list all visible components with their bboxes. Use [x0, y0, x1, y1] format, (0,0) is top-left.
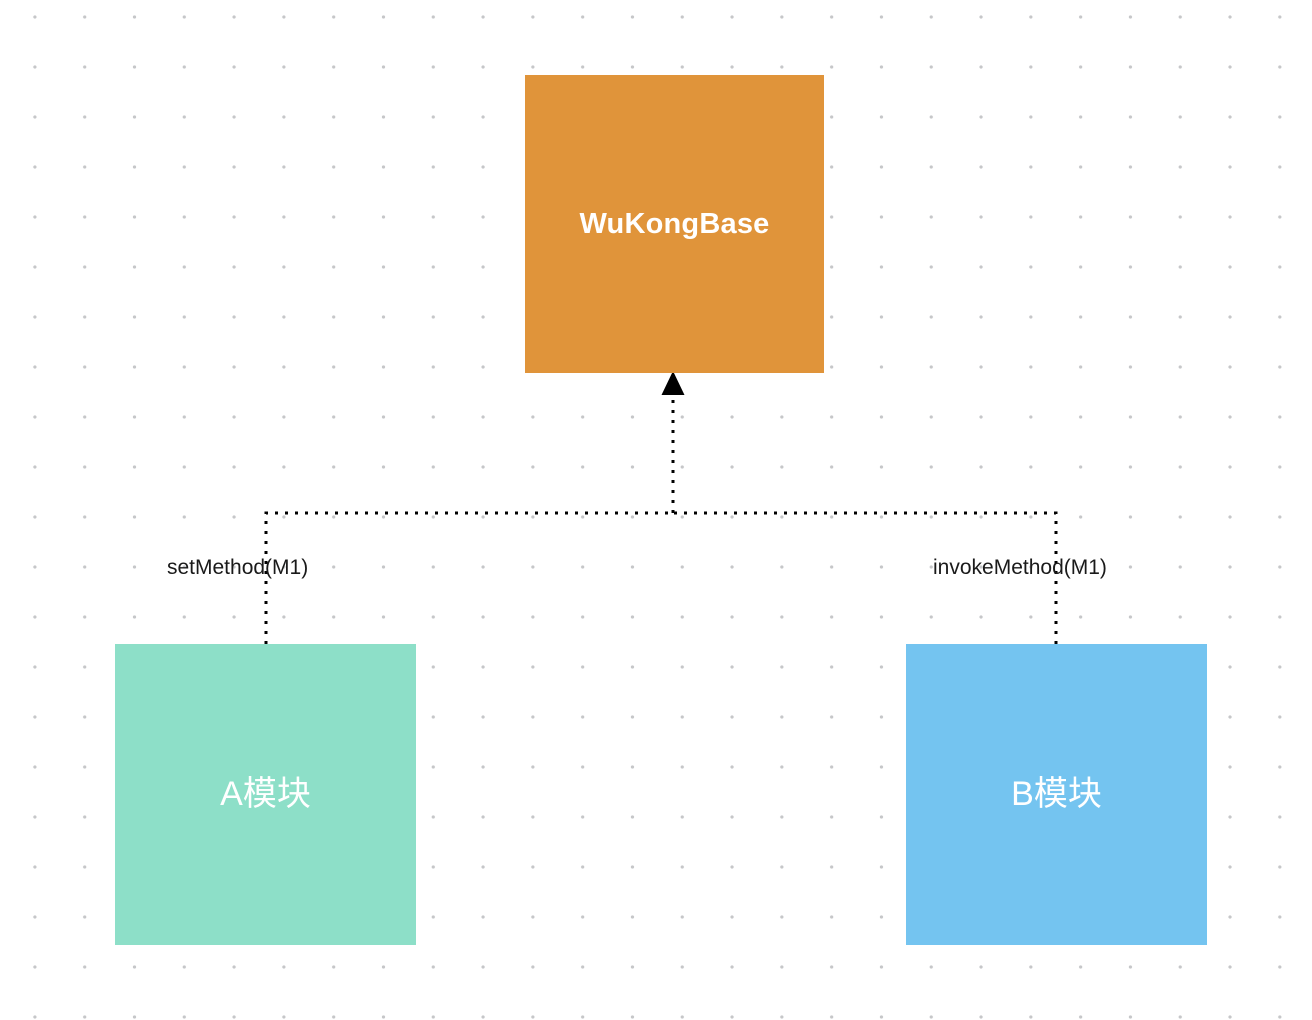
edge-module-a-dotted-path: [264, 511, 673, 644]
edge-label-setmethod[interactable]: setMethod(M1): [167, 556, 309, 579]
node-module-b[interactable]: B模块: [906, 644, 1207, 945]
node-module-a[interactable]: A模块: [115, 644, 416, 945]
node-wukongbase[interactable]: WuKongBase: [525, 75, 824, 373]
node-module-a-label: A模块: [220, 775, 311, 814]
node-wukongbase-label: WuKongBase: [579, 207, 770, 240]
edge-label-invokemethod[interactable]: invokeMethod(M1): [933, 556, 1107, 579]
arrowhead-up-icon: [661, 371, 685, 395]
node-module-b-label: B模块: [1011, 775, 1102, 814]
